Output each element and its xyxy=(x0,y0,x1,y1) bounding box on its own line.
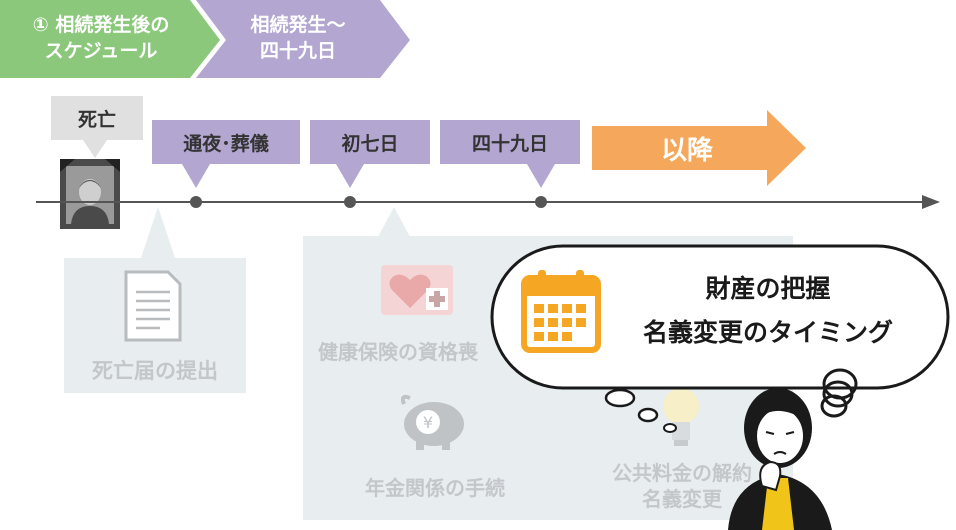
procedures-panel-pointer xyxy=(378,207,410,237)
tag-wake-funeral-tail xyxy=(182,164,210,188)
timeline-dot-forty-ninth xyxy=(535,196,547,208)
piggy-bank-icon: ¥ xyxy=(400,394,464,450)
svg-text:¥: ¥ xyxy=(423,413,433,432)
memorial-portrait-icon xyxy=(60,159,120,229)
speech-line-2: 名義変更のタイミング xyxy=(642,318,893,347)
tag-forty-ninth-day-tail xyxy=(527,164,555,188)
timeline-dot-wake xyxy=(190,196,202,208)
timeline-axis xyxy=(36,195,940,209)
tag-wake-funeral: 通夜･葬儀 xyxy=(152,120,300,164)
death-label: 死亡 xyxy=(51,96,143,140)
step-next-label: 相続発生～ 四十九日 xyxy=(250,14,346,62)
worried-person-icon xyxy=(728,368,858,530)
step-chevrons xyxy=(0,0,410,78)
death-panel-pointer xyxy=(140,207,176,261)
after-label: 以降 xyxy=(660,135,713,166)
health-insurance-icon xyxy=(381,265,453,315)
speech-line-1: 財産の把握 xyxy=(705,274,831,303)
utilities-text: 公共料金の解約 名義変更 xyxy=(612,461,752,511)
document-icon xyxy=(124,270,182,342)
tag-first-seventh-day-tail xyxy=(336,164,364,188)
death-notice-text: 死亡届の提出 xyxy=(92,359,218,383)
timeline-dot-seventh xyxy=(344,196,356,208)
speech-bubble xyxy=(490,244,950,433)
step-current-label: ① 相続発生後の スケジュール xyxy=(32,14,170,62)
death-label-tail xyxy=(83,140,107,158)
tag-first-seventh-day: 初七日 xyxy=(310,120,430,164)
step-next-chevron[interactable] xyxy=(196,0,410,78)
health-insurance-text: 健康保険の資格喪 xyxy=(318,340,478,364)
calendar-icon xyxy=(521,270,601,353)
pension-text: 年金関係の手続 xyxy=(365,476,505,500)
step-current-chevron[interactable] xyxy=(0,0,220,78)
after-arrow xyxy=(592,110,806,186)
tag-forty-ninth-day: 四十九日 xyxy=(440,120,580,164)
